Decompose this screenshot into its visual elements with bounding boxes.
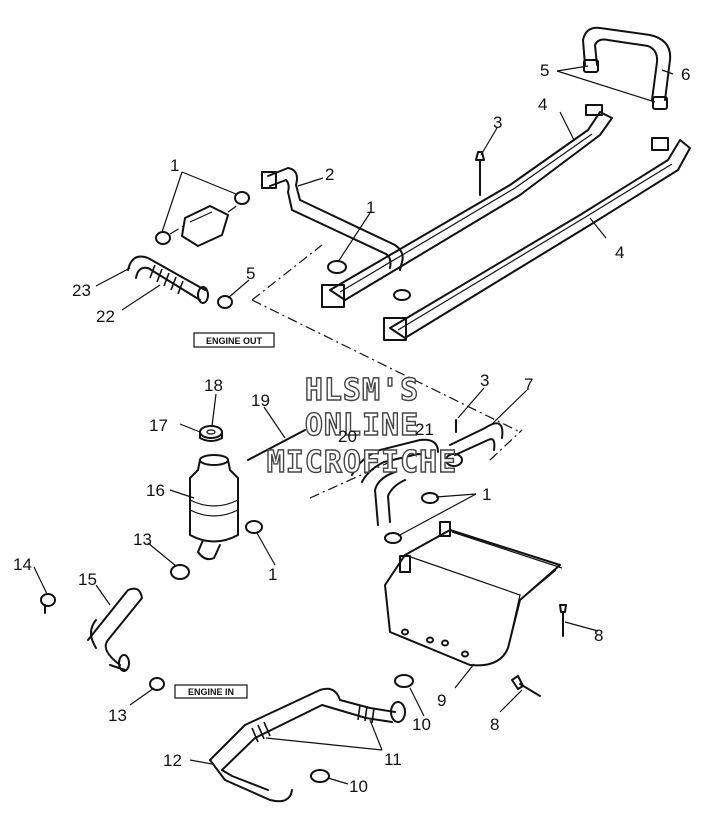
callout-numbers: 1 2 3 4 4 5 6 1 23 22 5 3 7 18 17 19 20 …: [13, 61, 690, 796]
clamp-5-left: [217, 295, 233, 309]
part-8-bolt-upper: [559, 604, 567, 637]
part-23-hose: [127, 255, 209, 304]
callout-9: 9: [437, 691, 446, 710]
engine-in-box: [174, 684, 248, 699]
clamp-5-lower: [652, 96, 668, 110]
part-22-hatching: [149, 264, 184, 295]
callout-1: 1: [170, 156, 179, 175]
callout-1: 1: [482, 485, 491, 504]
part-17-cap: [199, 425, 223, 442]
callout-19: 19: [251, 391, 270, 410]
leader-lines: [33, 65, 674, 785]
part-16-coolant-reservoir: [189, 454, 239, 561]
centerline-lower: [309, 461, 391, 499]
callout-12: 12: [163, 751, 182, 770]
callout-4: 4: [538, 95, 547, 114]
callout-14: 14: [13, 555, 32, 574]
callout-22: 22: [96, 307, 115, 326]
centerline-upper: [251, 244, 323, 301]
clamp-5-upper: [583, 59, 599, 73]
callout-2: 2: [325, 165, 334, 184]
engine-in-label: ENGINE IN: [188, 687, 234, 697]
part-2-outlet-hose: [261, 167, 404, 271]
callout-3: 3: [480, 371, 489, 390]
part-4-heat-exchanger-upper: [321, 104, 613, 308]
clamp-10-upper: [394, 674, 414, 688]
clamp-1-lower: [384, 532, 402, 544]
clamp-1-right: [234, 191, 250, 205]
part-4-heat-exchanger-lower: [383, 137, 691, 341]
callout-20: 20: [338, 427, 357, 446]
callout-8: 8: [594, 626, 603, 645]
clamp-1-mid: [421, 492, 439, 504]
watermark-line-3: MICROFICHE: [267, 445, 458, 480]
part-6-hose-handle: [582, 26, 672, 110]
callout-17: 17: [149, 416, 168, 435]
part-12-hose: [209, 687, 406, 803]
part-19-tube: [247, 429, 306, 461]
heat-exchanger-lower-end: [383, 317, 407, 341]
callout-16: 16: [146, 481, 165, 500]
callout-13: 13: [108, 706, 127, 725]
clamp-10-lower: [310, 769, 330, 783]
clamp-exchanger-lower: [393, 289, 411, 301]
part-11-hatching: [251, 704, 375, 743]
clamp-21: [445, 453, 463, 467]
callout-1: 1: [268, 565, 277, 584]
part-8-bolt-lower: [511, 675, 541, 697]
callout-10: 10: [412, 715, 431, 734]
part-15-hose: [87, 587, 143, 672]
engine-out-box: [193, 332, 275, 348]
outlet-hose-end: [261, 171, 277, 189]
part-9-heat-shield: [384, 521, 563, 667]
clamp-1-exchanger: [327, 260, 347, 274]
clamp-13-lower: [149, 677, 165, 691]
part-3-bolt-upper: [475, 151, 485, 196]
centerline-right: [489, 429, 523, 461]
callout-4: 4: [615, 243, 624, 262]
callout-1: 1: [366, 198, 375, 217]
callout-21: 21: [415, 420, 434, 439]
callout-23: 23: [72, 281, 91, 300]
callout-13: 13: [133, 530, 152, 549]
callout-15: 15: [78, 570, 97, 589]
part-7-hose: [449, 422, 504, 456]
callout-6: 6: [681, 65, 690, 84]
clamp-1-left: [155, 231, 171, 245]
callout-10: 10: [349, 777, 368, 796]
watermark-line-1: HLSM'S: [305, 373, 419, 408]
callout-3: 3: [493, 113, 502, 132]
centerline-mid: [251, 299, 521, 433]
callout-8: 8: [490, 715, 499, 734]
callout-7: 7: [524, 375, 533, 394]
watermark-line-2: ONLINE: [305, 408, 419, 443]
callout-5: 5: [540, 61, 549, 80]
clamp-1-reservoir: [245, 520, 263, 534]
clamp-13-upper: [170, 564, 190, 580]
callout-18: 18: [204, 376, 223, 395]
part-20-hose: [351, 438, 439, 526]
engine-out-label: ENGINE OUT: [206, 336, 263, 346]
part-14-clamp: [40, 593, 56, 614]
heat-exchanger-upper-end: [321, 284, 345, 308]
heat-exchanger-lower-fitting: [651, 137, 669, 151]
watermark: HLSM'S ONLINE MICROFICHE: [266, 372, 458, 480]
heat-exchanger-upper-fitting: [585, 104, 603, 116]
shield-fitting-right: [439, 521, 451, 537]
callout-5: 5: [246, 264, 255, 283]
shield-fitting-left: [399, 555, 411, 573]
callout-11: 11: [384, 750, 402, 769]
thermostat-housing: [169, 204, 239, 247]
